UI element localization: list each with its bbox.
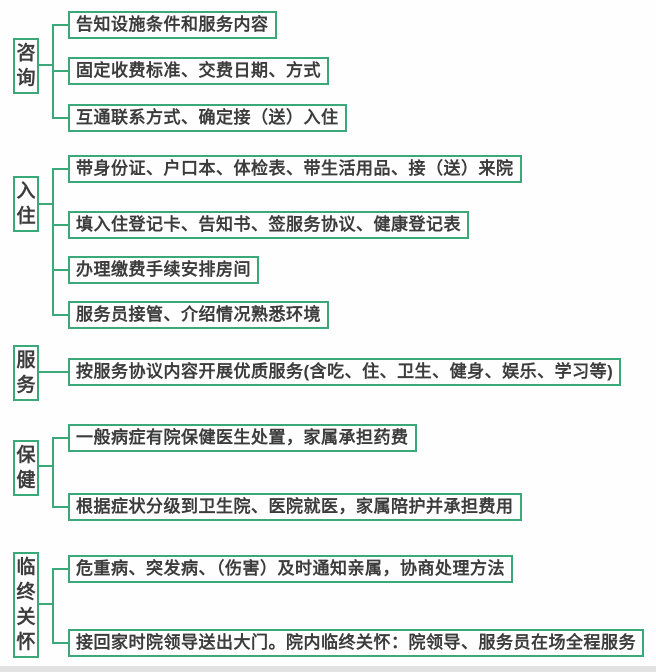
connector-stub-line <box>52 314 68 316</box>
category-box-checkin: 入住 <box>13 176 39 232</box>
category-box-consult: 咨询 <box>13 38 39 94</box>
connector-category-line <box>37 465 54 467</box>
connector-stub-line <box>52 70 68 72</box>
connector-category-line <box>37 603 54 605</box>
branch-box: 告知设施条件和服务内容 <box>68 11 277 39</box>
branch-box: 一般病症有院保健医生处置，家属承担药费 <box>68 424 417 452</box>
branch-box: 根据症状分级到卫生院、医院就医，家属陪护并承担费用 <box>68 493 522 521</box>
bottom-edge-strip <box>0 666 656 672</box>
connector-trunk-line <box>52 568 54 644</box>
connector-category-line <box>37 371 68 373</box>
connector-stub-line <box>52 506 68 508</box>
branch-box: 按服务协议内容开展优质服务(含吃、住、卫生、健身、娱乐、学习等) <box>68 358 622 386</box>
connector-stub-line <box>52 117 68 119</box>
connector-stub-line <box>52 24 68 26</box>
connector-stub-line <box>52 224 68 226</box>
connector-category-line <box>37 203 54 205</box>
branch-box: 填入住登记卡、告知书、签服务协议、健康登记表 <box>68 211 469 239</box>
branch-box: 办理缴费手续安排房间 <box>68 256 259 284</box>
connector-stub-line <box>52 437 68 439</box>
category-box-healthcare: 保健 <box>13 440 39 496</box>
connector-trunk-line <box>52 437 54 508</box>
branch-box: 危重病、突发病、（伤害）及时通知亲属，协商处理方法 <box>68 555 513 583</box>
branch-box: 接回家时院领导送出大门。院内临终关怀：院领导、服务员在场全程服务 <box>68 629 644 657</box>
connector-stub-line <box>52 642 68 644</box>
connector-stub-line <box>52 168 68 170</box>
branch-box: 固定收费标准、交费日期、方式 <box>68 57 329 85</box>
category-box-service: 服务 <box>13 345 39 401</box>
connector-category-line <box>37 64 54 66</box>
category-box-hospice: 临终关怀 <box>13 552 39 658</box>
connector-stub-line <box>52 568 68 570</box>
branch-box: 带身份证、户口本、体检表、带生活用品、接（送）来院 <box>68 155 522 183</box>
connector-trunk-line <box>52 168 54 316</box>
connector-stub-line <box>52 269 68 271</box>
branch-box: 服务员接管、介绍情况熟悉环境 <box>68 301 329 329</box>
branch-box: 互通联系方式、确定接（送）入住 <box>68 104 347 132</box>
